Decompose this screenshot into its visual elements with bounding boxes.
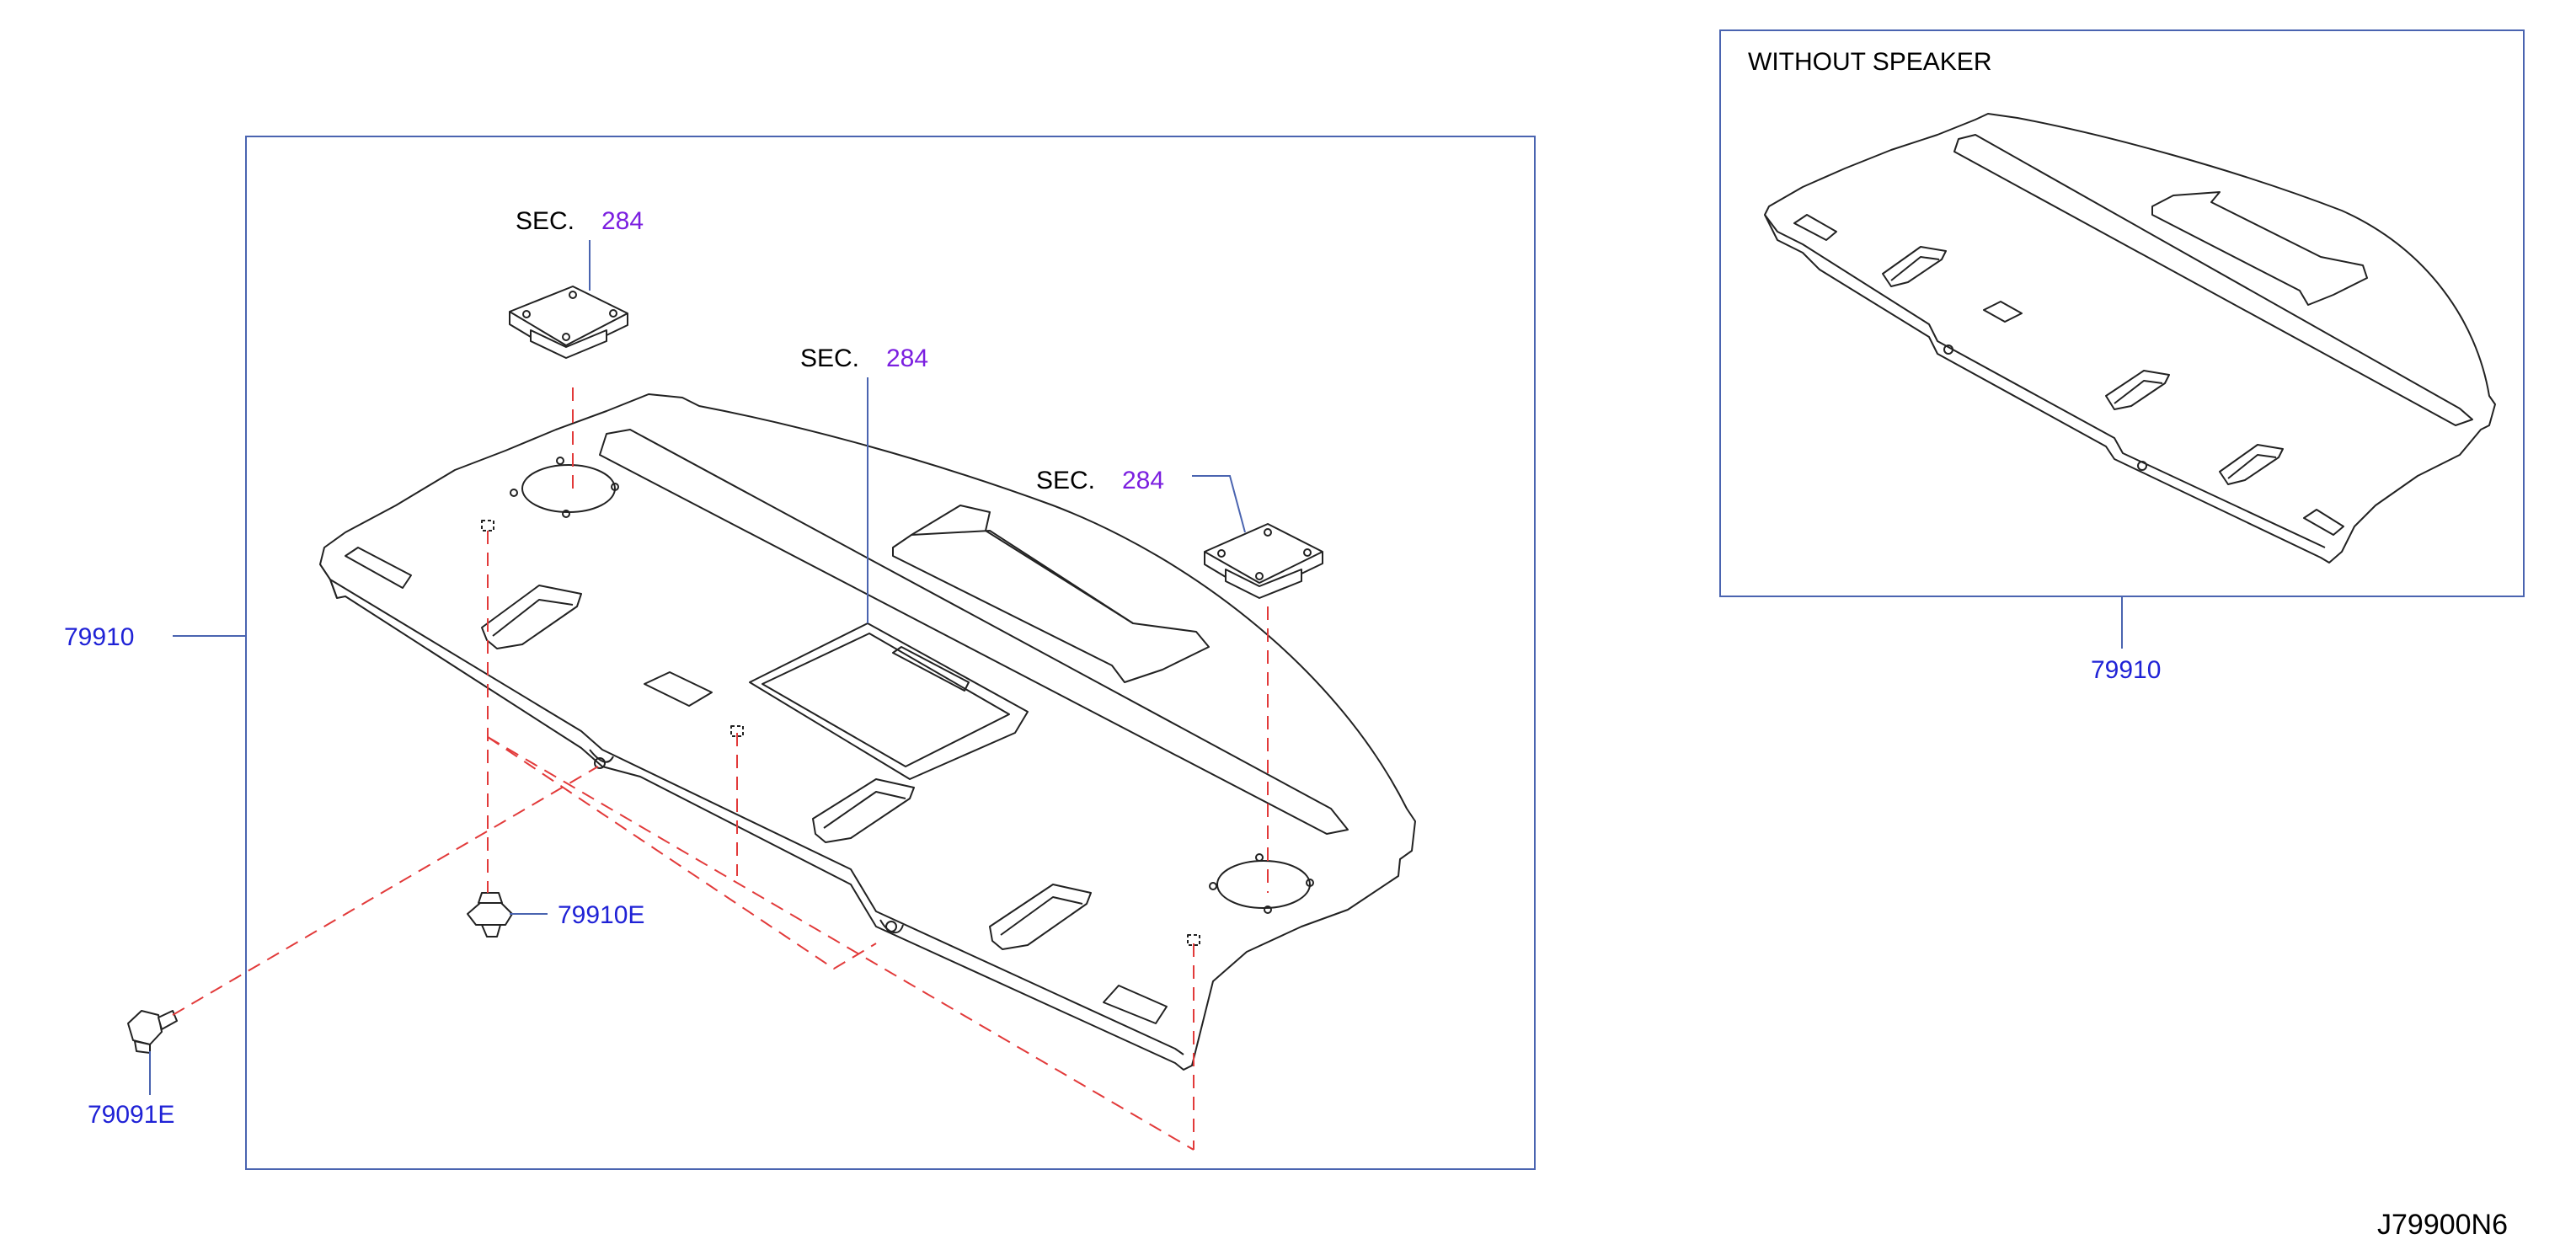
section-ref-link-right[interactable]: 284 <box>1122 467 1164 494</box>
clip-79910e <box>467 892 513 938</box>
sec-label-right: SEC. <box>1036 467 1095 494</box>
sec-label-center: SEC. <box>800 345 859 372</box>
part-number-79910e[interactable]: 79910E <box>558 901 644 929</box>
part-number-79910[interactable]: 79910 <box>64 623 134 651</box>
part-number-79091e[interactable]: 79091E <box>88 1101 174 1129</box>
sec-label-left: SEC. <box>516 207 575 235</box>
inset-part-number-79910[interactable]: 79910 <box>2091 656 2161 684</box>
section-ref-link-center[interactable]: 284 <box>886 345 928 372</box>
main-frame <box>245 136 1536 1170</box>
parcel-shelf-without-speaker <box>1764 113 2496 564</box>
diagram-id: J79900N6 <box>2377 1209 2508 1241</box>
alignment-lines <box>172 387 1269 1151</box>
speaker-cover-left <box>509 286 628 359</box>
clip-79091e <box>127 1010 178 1054</box>
leader-lines <box>149 240 1246 1095</box>
parcel-shelf-with-speaker <box>319 393 1416 1071</box>
speaker-cover-right <box>1204 523 1323 599</box>
inset-title: WITHOUT SPEAKER <box>1748 48 1991 76</box>
section-ref-link-left[interactable]: 284 <box>601 207 644 235</box>
